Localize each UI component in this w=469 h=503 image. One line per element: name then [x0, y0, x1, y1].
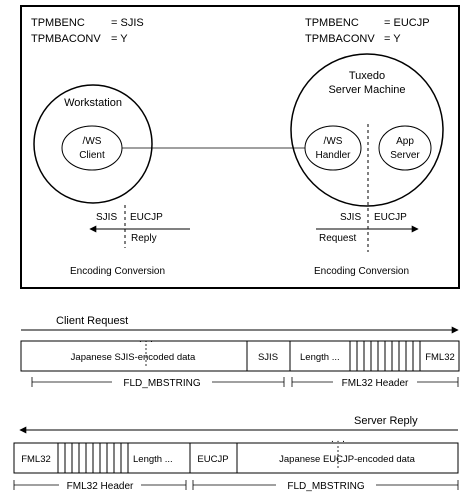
reply-fml-label: FML32	[21, 454, 51, 465]
server-reply-buffer	[13, 442, 459, 474]
ws-handler-ellipse	[304, 125, 362, 171]
reply-data-label: Japanese EUCJP-encoded data	[279, 454, 415, 465]
reply-brace-right-label-bg	[276, 479, 376, 491]
client-data-label: Japanese SJIS-encoded data	[71, 352, 196, 363]
left-conv-to-label: EUCJP	[130, 212, 163, 223]
workstation-title: Workstation	[64, 97, 122, 109]
left-conv-from-label: SJIS	[96, 212, 117, 223]
right-tpmbenc-key: TPMBENC	[305, 17, 359, 29]
app-server-ellipse	[378, 125, 432, 171]
header-stripe-cell	[412, 340, 421, 372]
reply-brace-right-label: FLD_MBSTRING	[287, 481, 364, 492]
app-server-label-line1: App	[396, 136, 414, 147]
server-machine-circle	[290, 53, 444, 207]
ws-client-label-line2: Client	[79, 150, 105, 161]
header-stripe-cell	[363, 340, 372, 372]
right-conv-to-label: EUCJP	[374, 212, 407, 223]
client-encoding-label: SJIS	[258, 352, 278, 363]
header-stripe-cell	[398, 340, 407, 372]
header-stripe-cell	[356, 340, 365, 372]
client-request-title: Client Request	[56, 315, 128, 327]
client-length-label: Length ...	[300, 352, 340, 363]
right-tpmbenc-value: = EUCJP	[384, 17, 430, 29]
header-stripe-cell	[405, 340, 414, 372]
header-stripe-cell	[99, 442, 108, 474]
header-stripe-cell	[391, 340, 400, 372]
reply-encoding-label: EUCJP	[197, 454, 228, 465]
left-tpmbenc-key: TPMBENC	[31, 17, 85, 29]
header-stripe-cell	[384, 340, 393, 372]
ws-client-label-line1: /WS	[83, 136, 102, 147]
left-conv-caption: Encoding Conversion	[70, 266, 165, 277]
right-conv-caption: Encoding Conversion	[314, 266, 409, 277]
client-brace-left-label-bg	[112, 376, 212, 388]
app-server-label-line2: Server	[390, 150, 420, 161]
right-tpmbaconv-value: = Y	[384, 33, 401, 45]
header-stripe-cell	[64, 442, 73, 474]
client-header-stripes	[349, 340, 421, 372]
right-conv-from-label: SJIS	[340, 212, 361, 223]
ws-handler-label-line1: /WS	[324, 136, 343, 147]
header-stripe-cell	[57, 442, 66, 474]
reply-brace-left-label-bg	[59, 479, 141, 491]
reply-label: Reply	[131, 233, 157, 244]
left-tpmbaconv-key: TPMBACONV	[31, 33, 101, 45]
header-stripe-cell	[349, 340, 358, 372]
ws-handler-label-line2: Handler	[315, 150, 351, 161]
client-fml-label: FML32	[425, 352, 455, 363]
left-tpmbenc-value: = SJIS	[111, 17, 144, 29]
header-stripe-cell	[92, 442, 101, 474]
header-stripe-cell	[106, 442, 115, 474]
header-stripe-cell	[113, 442, 122, 474]
header-stripe-cell	[370, 340, 379, 372]
header-stripe-cell	[377, 340, 386, 372]
header-stripe-cell	[85, 442, 94, 474]
top-panel-frame	[20, 5, 460, 289]
server-title-line2: Server Machine	[328, 84, 405, 96]
reply-brace-left-label: FML32 Header	[67, 481, 134, 492]
left-tpmbaconv-value: = Y	[111, 33, 128, 45]
server-reply-title: Server Reply	[354, 415, 418, 427]
client-request-buffer	[20, 340, 460, 372]
client-brace-left-label: FLD_MBSTRING	[123, 378, 200, 389]
reply-data-cell	[236, 442, 459, 474]
reply-length-label: Length ...	[133, 454, 173, 465]
reply-header-stripes	[57, 442, 129, 474]
server-reply-ellipsis: . . .	[331, 434, 345, 445]
header-stripe-cell	[120, 442, 129, 474]
ws-client-ellipse	[61, 125, 123, 171]
client-request-ellipsis: . . .	[139, 334, 153, 345]
client-brace-right-label: FML32 Header	[342, 378, 409, 389]
header-stripe-cell	[71, 442, 80, 474]
client-brace-right-label-bg	[333, 376, 417, 388]
server-title-line1: Tuxedo	[349, 70, 385, 82]
workstation-circle	[33, 84, 153, 204]
request-label: Request	[319, 233, 356, 244]
right-tpmbaconv-key: TPMBACONV	[305, 33, 375, 45]
header-stripe-cell	[78, 442, 87, 474]
